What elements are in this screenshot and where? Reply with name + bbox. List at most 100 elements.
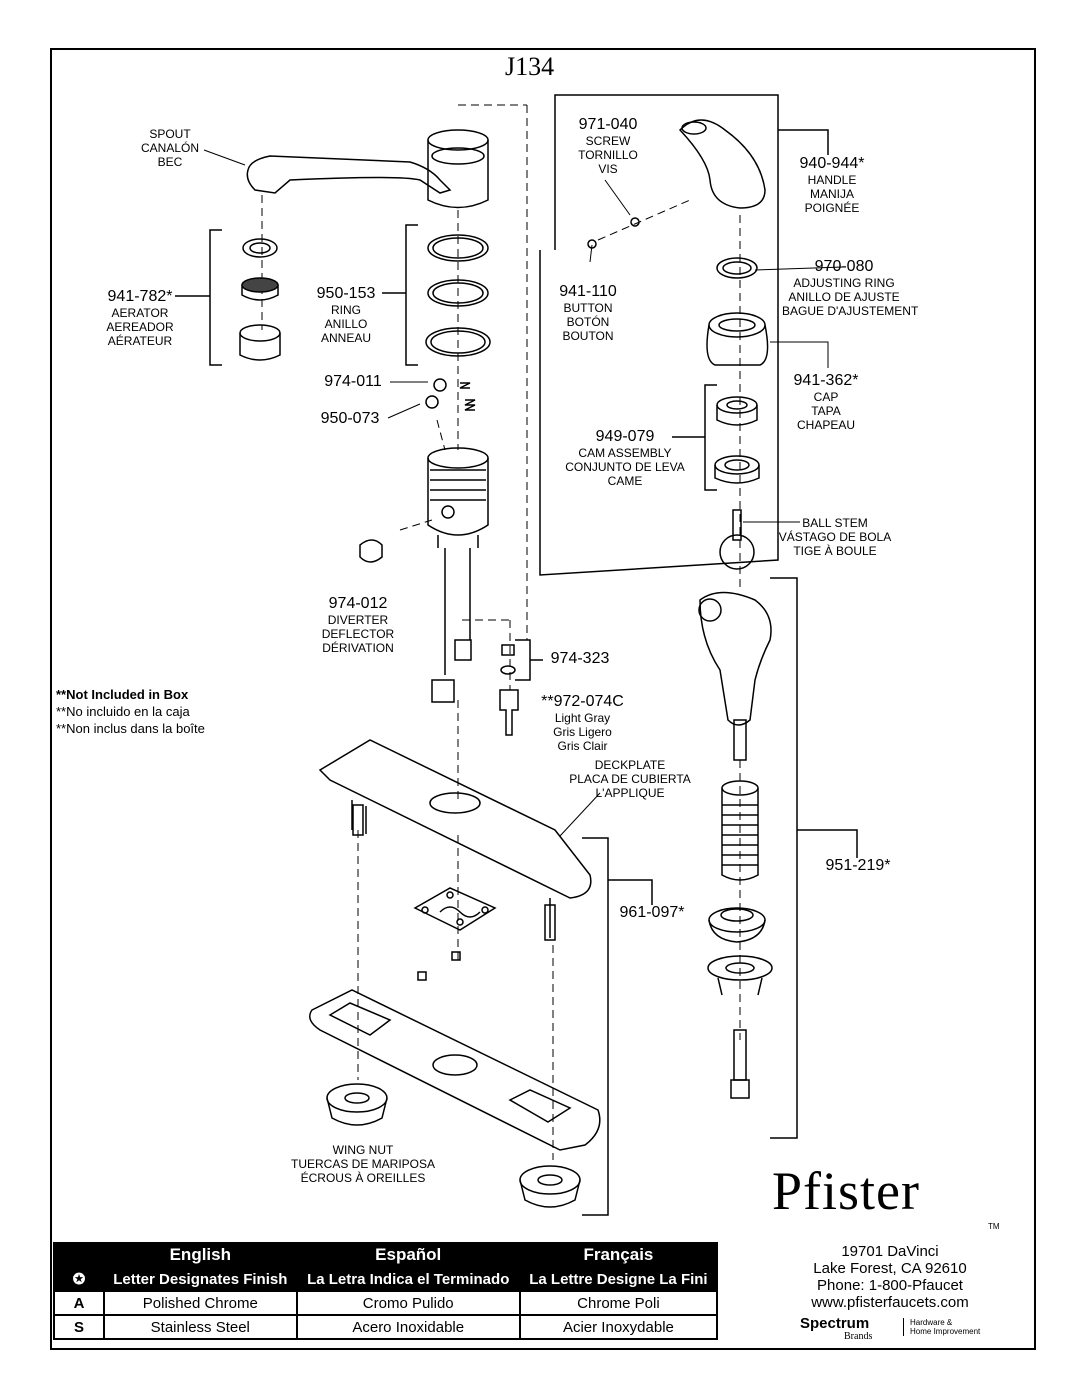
diverter-en: DIVERTER bbox=[327, 613, 389, 627]
company-address: 19701 DaVinci Lake Forest, CA 92610 Phon… bbox=[790, 1243, 990, 1311]
address-city: Lake Forest, CA 92610 bbox=[813, 1260, 967, 1277]
finish-table-corner bbox=[53, 1242, 105, 1268]
subheader-french: La Lettre Designe La Fini bbox=[518, 1266, 719, 1292]
cap-label: 941-362* CAP TAPA CHAPEAU bbox=[786, 372, 866, 432]
cap-part-number: 941-362* bbox=[793, 372, 859, 389]
deckplate-es: PLACA DE CUBIERTA bbox=[569, 772, 691, 786]
adjusting-ring-label: 970-080 ADJUSTING RING ANILLO DE AJUSTE … bbox=[782, 258, 918, 318]
wing-nut-es: TUERCAS DE MARIPOSA bbox=[290, 1157, 436, 1171]
ball-stem-label: BALL STEM VÁSTAGO DE BOLA TIGE À BOULE bbox=[775, 516, 895, 558]
wing-nut-en: WING NUT bbox=[332, 1143, 394, 1157]
wing-nuts-drawing bbox=[326, 1083, 581, 1208]
gasket-drawing bbox=[309, 989, 601, 1151]
handle-fr: POIGNÉE bbox=[804, 201, 860, 215]
aerator-fr: AÉRATEUR bbox=[107, 334, 173, 348]
diverter-part-number: 974-012 bbox=[328, 595, 388, 612]
note-es: **No incluido en la caja bbox=[56, 704, 190, 719]
ring-fr: ANNEAU bbox=[320, 331, 371, 345]
finish-french: Chrome Poli bbox=[518, 1290, 719, 1316]
table-row: S Stainless Steel Acero Inoxidable Acier… bbox=[53, 1314, 719, 1340]
part-961-097-number: 961-097* bbox=[619, 904, 685, 921]
handle-drawing bbox=[587, 119, 766, 249]
division-line-1: Hardware & bbox=[910, 1318, 953, 1327]
spout-fr: BEC bbox=[157, 155, 183, 169]
mounting-bracket-drawing bbox=[413, 887, 497, 981]
button-en: BUTTON bbox=[563, 301, 613, 315]
finish-english: Polished Chrome bbox=[103, 1290, 298, 1316]
cam-assembly-label: 949-079 CAM ASSEMBLY CONJUNTO DE LEVA CA… bbox=[555, 428, 695, 488]
adjusting-ring-es: ANILLO DE AJUSTE bbox=[788, 290, 900, 304]
screw-label: 971-040 SCREW TORNILLO VIS bbox=[568, 116, 648, 176]
cam-en: CAM ASSEMBLY bbox=[578, 446, 672, 460]
finish-symbol-icon: ✪ bbox=[53, 1266, 105, 1292]
ring-part-number: 950-153 bbox=[316, 285, 376, 302]
finish-code: S bbox=[53, 1314, 105, 1340]
button-label: 941-110 BUTTON BOTÓN BOUTON bbox=[550, 283, 626, 343]
deckplate-en: DECKPLATE bbox=[594, 758, 666, 772]
part-972-074c-fr: Gris Clair bbox=[557, 739, 608, 753]
handle-label: 940-944* HANDLE MANIJA POIGNÉE bbox=[792, 155, 872, 215]
handle-es: MANIJA bbox=[809, 187, 854, 201]
screw-en: SCREW bbox=[585, 134, 631, 148]
cartridge-drawing bbox=[706, 257, 769, 570]
aerator-label: 941-782* AERATOR AEREADOR AÉRATEUR bbox=[100, 288, 180, 348]
note-en: **Not Included in Box bbox=[56, 687, 189, 702]
cam-es: CONJUNTO DE LEVA bbox=[565, 460, 685, 474]
address-phone: Phone: 1-800-Pfaucet bbox=[817, 1277, 963, 1294]
header-french: Français bbox=[518, 1242, 719, 1268]
ring-label: 950-153 RING ANILLO ANNEAU bbox=[306, 285, 386, 345]
o-rings-drawing bbox=[425, 234, 491, 357]
screw-part-number: 971-040 bbox=[578, 116, 638, 133]
button-fr: BOUTON bbox=[562, 329, 614, 343]
address-street: 19701 DaVinci bbox=[841, 1243, 939, 1260]
deckplate-drawing bbox=[318, 739, 592, 941]
spectrum-brands-subtext: Brands bbox=[844, 1331, 873, 1342]
deckplate-fr: L'APPLIQUE bbox=[595, 786, 665, 800]
leader-brackets bbox=[175, 94, 858, 1216]
screw-fr: VIS bbox=[598, 162, 618, 176]
adjusting-ring-en: ADJUSTING RING bbox=[793, 276, 895, 290]
button-part-number: 941-110 bbox=[559, 283, 617, 300]
finish-french: Acier Inoxydable bbox=[518, 1314, 719, 1340]
part-974-323-label: 974-323 bbox=[545, 650, 615, 668]
wing-nut-label: WING NUT TUERCAS DE MARIPOSA ÉCROUS À OR… bbox=[280, 1143, 446, 1185]
part-972-074c-label: **972-074C Light Gray Gris Ligero Gris C… bbox=[535, 693, 630, 753]
cam-fr: CAME bbox=[607, 474, 643, 488]
part-974-323-number: 974-323 bbox=[550, 650, 610, 667]
spectrum-logo: Spectrum bbox=[800, 1315, 870, 1332]
diagram-title: J134 bbox=[505, 52, 555, 81]
finish-english: Stainless Steel bbox=[103, 1314, 298, 1340]
cam-part-number: 949-079 bbox=[595, 428, 655, 445]
finish-table-subheader-row: ✪ Letter Designates Finish La Letra Indi… bbox=[53, 1266, 719, 1292]
address-website[interactable]: www.pfisterfaucets.com bbox=[811, 1294, 969, 1311]
subheader-spanish: La Letra Indica el Terminado bbox=[295, 1266, 521, 1292]
check-valve-drawing bbox=[499, 644, 519, 736]
wing-nut-fr: ÉCROUS À OREILLES bbox=[300, 1171, 426, 1185]
header-spanish: Español bbox=[295, 1242, 521, 1268]
diverter-es: DEFLECTOR bbox=[321, 627, 395, 641]
part-974-011-number: 974-011 bbox=[324, 373, 382, 390]
part-972-074c-en: Light Gray bbox=[554, 711, 611, 725]
aerator-drawing bbox=[239, 238, 281, 361]
finish-spanish: Acero Inoxidable bbox=[295, 1314, 521, 1340]
part-950-073-label: 950-073 bbox=[315, 410, 385, 428]
handle-part-number: 940-944* bbox=[799, 155, 865, 172]
cap-fr: CHAPEAU bbox=[796, 418, 855, 432]
cap-en: CAP bbox=[813, 390, 839, 404]
finish-code: A bbox=[53, 1290, 105, 1316]
leader-lines bbox=[203, 149, 844, 837]
diverter-fr: DÉRIVATION bbox=[322, 641, 394, 655]
finish-spanish: Cromo Pulido bbox=[295, 1290, 521, 1316]
part-974-011-label: 974-011 bbox=[318, 373, 388, 391]
screw-es: TORNILLO bbox=[578, 148, 638, 162]
assembly-axis-lines bbox=[261, 104, 741, 1160]
ring-es: ANILLO bbox=[324, 317, 368, 331]
table-row: A Polished Chrome Cromo Pulido Chrome Po… bbox=[53, 1290, 719, 1316]
spout-es: CANALÓN bbox=[140, 141, 199, 155]
deckplate-label: DECKPLATE PLACA DE CUBIERTA L'APPLIQUE bbox=[560, 758, 700, 800]
spout-drawing bbox=[246, 129, 489, 209]
ring-en: RING bbox=[331, 303, 361, 317]
cap-es: TAPA bbox=[811, 404, 841, 418]
aerator-part-number: 941-782* bbox=[107, 288, 173, 305]
